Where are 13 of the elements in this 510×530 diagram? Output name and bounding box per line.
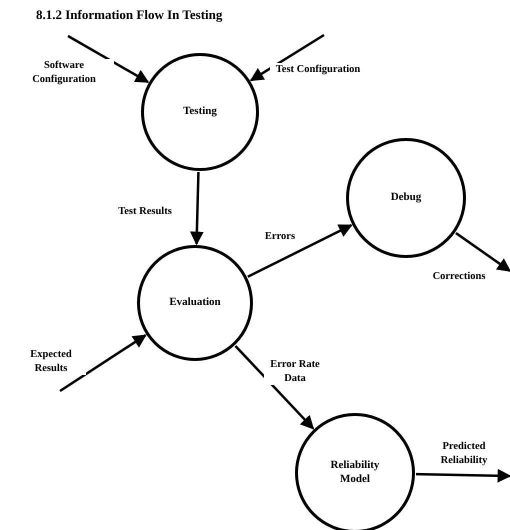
flow-arrow bbox=[250, 34, 325, 82]
flow-arrow bbox=[455, 232, 510, 272]
flow-arrow bbox=[234, 345, 314, 430]
flow-arrow bbox=[190, 172, 204, 246]
diagram-title: 8.1.2 Information Flow In Testing bbox=[36, 7, 222, 23]
node-label: Testing bbox=[183, 105, 217, 119]
flow-arrow bbox=[247, 224, 353, 278]
flow-arrow bbox=[416, 468, 510, 483]
node-label: Reliability Model bbox=[330, 459, 380, 487]
flow-arrow bbox=[67, 34, 150, 84]
node-label: Debug bbox=[390, 191, 422, 205]
node-label: Evaluation bbox=[169, 296, 221, 310]
flow-arrow bbox=[59, 334, 147, 392]
